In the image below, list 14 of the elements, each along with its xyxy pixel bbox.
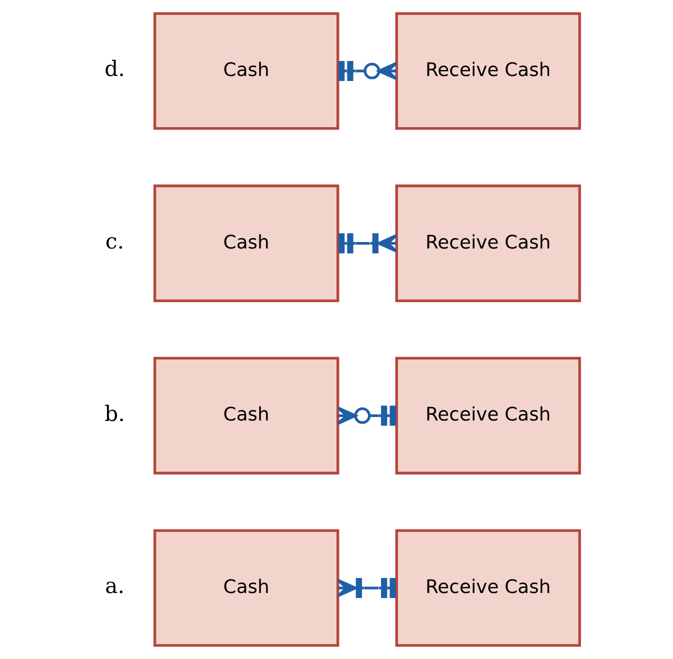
node-box: Receive Cash	[395, 12, 581, 130]
label: d.	[104, 57, 125, 82]
node-box: Cash	[153, 12, 340, 130]
node-box: Receive Cash	[395, 184, 581, 302]
connector	[336, 406, 396, 426]
label: b.	[104, 402, 125, 427]
connector	[338, 233, 398, 254]
label: c.	[105, 229, 124, 254]
node-box: Cash	[153, 529, 340, 647]
node-box: Cash	[153, 356, 340, 474]
node-box: Cash	[153, 184, 340, 302]
label: a.	[104, 574, 124, 600]
node-box: Receive Cash	[395, 529, 581, 647]
node-box: Receive Cash	[395, 356, 581, 474]
